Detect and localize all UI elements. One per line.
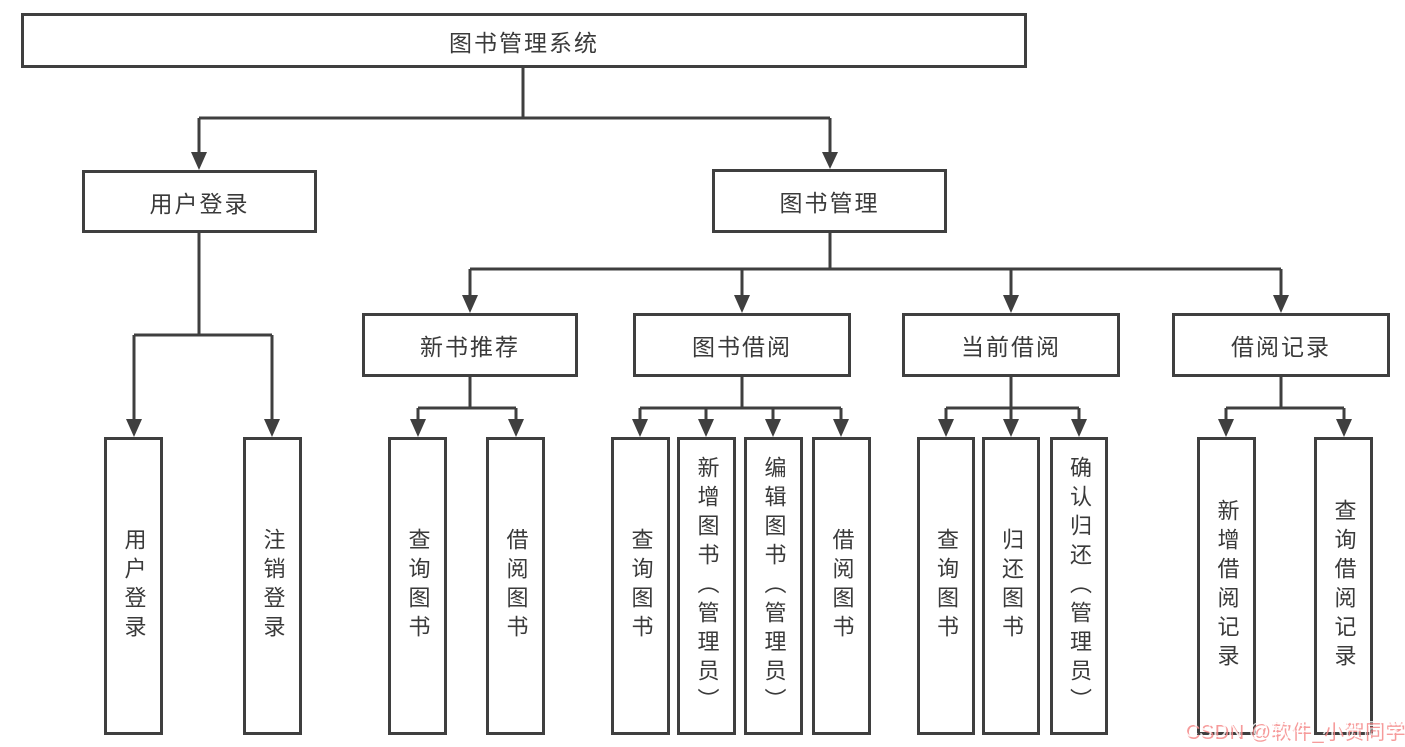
leaf-label: 注销登录 <box>260 528 286 644</box>
node-borrowing-records: 借阅记录 <box>1172 313 1390 377</box>
edge-root-to-level1 <box>191 68 838 170</box>
node-new-book-recommend: 新书推荐 <box>362 313 578 377</box>
edge-borrowing-records-children <box>1218 377 1352 437</box>
leaf-add-borrow-record: 新增借阅记录 <box>1197 437 1256 735</box>
leaf-label: 借阅图书 <box>503 528 529 644</box>
node-current-borrowing: 当前借阅 <box>902 313 1120 377</box>
leaf-add-book-admin: 新增图书（管理员） <box>677 437 736 735</box>
leaf-recommend-query-book: 查询图书 <box>388 437 447 735</box>
leaf-user-login: 用户登录 <box>104 437 163 735</box>
edge-current-borrowing-children <box>938 377 1087 437</box>
leaf-label: 用户登录 <box>121 528 147 644</box>
leaf-label: 查询借阅记录 <box>1331 499 1357 673</box>
csdn-watermark: CSDN @软件_小贺同学 <box>1184 720 1405 742</box>
edge-book-borrowing-children <box>632 377 849 437</box>
leaf-label: 编辑图书（管理员） <box>761 455 787 717</box>
edge-new-book-recommend-children <box>410 377 524 437</box>
edge-user-login-children <box>126 233 280 437</box>
leaf-recommend-borrow-book: 借阅图书 <box>486 437 545 735</box>
leaf-borrowing-query-book: 查询图书 <box>611 437 670 735</box>
leaf-label: 新增图书（管理员） <box>694 455 720 717</box>
edge-book-management-children <box>462 233 1289 313</box>
node-book-management: 图书管理 <box>712 169 947 233</box>
leaf-label: 新增借阅记录 <box>1214 499 1240 673</box>
leaf-current-query-book: 查询图书 <box>917 437 975 735</box>
leaf-label: 查询图书 <box>628 528 654 644</box>
leaf-query-borrow-record: 查询借阅记录 <box>1314 437 1373 735</box>
leaf-label: 归还图书 <box>999 528 1024 644</box>
leaf-label: 确认归还（管理员） <box>1067 455 1092 717</box>
node-library-system: 图书管理系统 <box>21 13 1027 68</box>
leaf-label: 查询图书 <box>934 528 959 644</box>
leaf-label: 借阅图书 <box>829 528 855 644</box>
leaf-edit-book-admin: 编辑图书（管理员） <box>744 437 803 735</box>
leaf-borrowing-borrow-book: 借阅图书 <box>812 437 871 735</box>
leaf-label: 查询图书 <box>405 528 431 644</box>
leaf-logout: 注销登录 <box>243 437 302 735</box>
node-user-login: 用户登录 <box>82 170 317 233</box>
node-book-borrowing: 图书借阅 <box>633 313 851 377</box>
leaf-return-book: 归还图书 <box>982 437 1040 735</box>
leaf-confirm-return-admin: 确认归还（管理员） <box>1050 437 1108 735</box>
